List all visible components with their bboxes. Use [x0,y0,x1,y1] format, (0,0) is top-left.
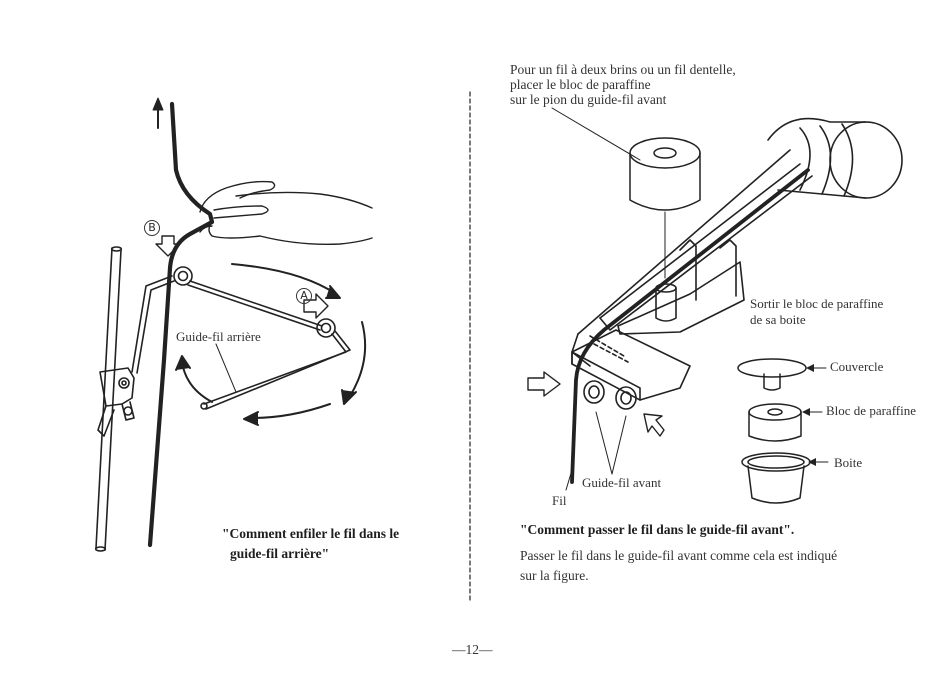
label-sortir-line-1: Sortir le bloc de paraffine [750,296,884,311]
paraffin-lid [737,358,807,391]
page-number: —12— [452,642,493,657]
top-note-line-3: sur le pion du guide-fil avant [510,92,667,107]
yarn-thread-left [147,101,215,548]
top-note-line-1: Pour un fil à deux brins ou un fil dente… [510,62,736,77]
top-note-line-2: placer le bloc de paraffine [510,77,651,92]
leader-line-fil [565,469,573,491]
label-guide-fil-arriere: Guide-fil arrière [176,329,261,344]
label-boite: Boite [834,455,863,470]
leader-line-front-guide-2 [611,415,627,475]
outline-arrow-diagonal-icon [643,413,665,437]
caption-left-line-1: "Comment enfiler le fil dans le [222,526,400,541]
paraffin-block-top [629,137,701,211]
leader-line-rear-guide [215,343,237,393]
label-a-marker: A [296,286,312,304]
yarn-mast-rod [94,246,135,552]
leader-line-front-guide-1 [595,411,613,475]
up-arrow-icon [152,97,164,129]
label-b-marker: B [144,218,160,236]
label-sortir: Sortir le bloc de paraffine de sa boite [750,296,883,328]
caption-left-line-2: guide-fil arrière" [230,546,330,561]
paraffin-block-small [748,403,802,442]
caption-right-body: Passer le fil dans le guide-fil avant co… [520,546,837,586]
top-note: Pour un fil à deux brins ou un fil dente… [510,62,736,107]
label-couvercle: Couvercle [830,359,884,374]
label-guide-fil-avant: Guide-fil avant [582,475,662,490]
caption-right-line-1: Passer le fil dans le guide-fil avant co… [520,548,838,563]
caption-right-line-2: sur la figure. [520,568,589,583]
caption-right-title: "Comment passer le fil dans le guide-fil… [520,522,795,537]
yarn-thread-right [570,168,810,484]
label-bloc-paraffine: Bloc de paraffine [826,403,916,418]
hand-illustration [199,180,373,245]
leader-line-top-note [551,107,641,161]
outline-arrow-down-icon [155,235,181,257]
outline-arrow-right-front-icon [527,371,561,397]
rear-yarn-guide-wire [131,266,351,410]
label-sortir-line-2: de sa boite [750,312,806,327]
label-fil: Fil [552,493,567,508]
outline-arrow-right-icon [303,293,329,319]
caption-left: "Comment enfiler le fil dans le guide-fi… [222,524,399,564]
motion-loop-arrows [175,263,367,426]
front-guide-arm [571,117,903,410]
paraffin-box [741,452,811,504]
